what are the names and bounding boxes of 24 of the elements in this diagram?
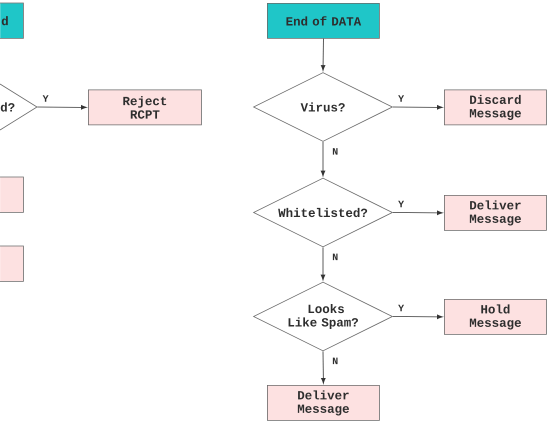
arrow [37, 105, 87, 110]
process-box [0, 176, 24, 213]
edge-label: Y [42, 94, 50, 103]
edge-label: N [331, 252, 340, 262]
edge-label: Y [397, 94, 406, 103]
edge-label: N [331, 147, 340, 156]
start-box: d [0, 2, 24, 39]
edge-label: N [331, 356, 340, 366]
process-box: Hold Message [444, 299, 547, 335]
end-box: Deliver Message [267, 385, 380, 421]
arrow [392, 210, 443, 216]
arrow [321, 351, 326, 384]
process-box: Reject RCPT [88, 90, 202, 126]
arrow [392, 105, 443, 110]
arrow [320, 247, 326, 280]
process-box [0, 246, 24, 282]
edge-label: Y [397, 200, 406, 208]
process-box: Deliver Message [444, 195, 547, 231]
process-box: Discard Message [444, 90, 547, 126]
start-box: End of DATA [267, 3, 380, 39]
edge-label: Y [397, 304, 406, 312]
arrow [320, 38, 326, 71]
arrow [392, 314, 443, 320]
arrow [320, 142, 326, 176]
